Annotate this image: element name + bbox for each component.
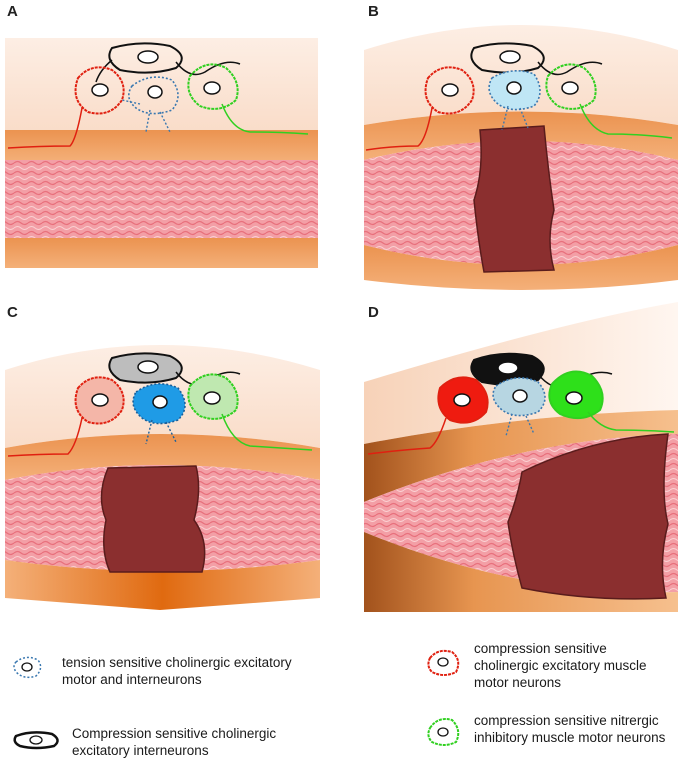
axon	[7, 417, 83, 457]
axon	[221, 103, 309, 135]
dendrite	[501, 105, 529, 131]
panel-label-a: A	[7, 3, 18, 20]
longitudinal-muscle	[5, 160, 318, 240]
compression-interneuron-legend-icon	[13, 731, 59, 750]
axon	[367, 417, 447, 455]
nucleus	[512, 389, 528, 403]
skin-layer	[5, 38, 318, 134]
panel-c-diagram	[5, 345, 320, 610]
panel-label-c: C	[7, 304, 18, 321]
nucleus	[453, 393, 471, 407]
inhibitory-motor-neuron	[545, 63, 597, 110]
axon	[95, 59, 113, 83]
axon	[7, 107, 83, 149]
nucleus	[565, 391, 583, 405]
nucleus	[91, 393, 109, 407]
panel-label-d: D	[368, 304, 379, 321]
excitatory-motor-legend-icon	[427, 649, 460, 676]
legend-inhibitory-motor: compression sensitive nitrergic inhibito…	[474, 713, 666, 745]
compression-interneuron	[108, 42, 183, 74]
panel-b-diagram	[364, 25, 678, 290]
legend-compression-interneuron: Compression sensitive cholinergic excita…	[72, 726, 277, 758]
bolus	[473, 125, 555, 273]
excitatory-motor-neuron	[74, 66, 125, 115]
bolus	[507, 433, 669, 600]
panel-a-diagram	[5, 38, 318, 268]
axon	[579, 103, 673, 139]
nucleus	[137, 50, 159, 64]
nucleus	[506, 81, 522, 95]
mucosa-band	[5, 238, 318, 268]
legend-tension-neuron: tension sensitive cholinergic excitatory…	[62, 655, 292, 687]
nucleus	[137, 360, 159, 374]
nucleus	[203, 81, 221, 95]
panel-d-diagram	[364, 302, 678, 612]
dendrite	[505, 413, 535, 437]
circular-muscle-band	[364, 410, 678, 502]
axon	[221, 413, 313, 451]
legend-excitatory-motor: compression sensitive cholinergic excita…	[474, 641, 647, 690]
axon	[365, 107, 433, 151]
axon	[175, 61, 241, 76]
nucleus	[152, 395, 168, 409]
dendrite	[121, 99, 171, 133]
mucosa-band	[5, 560, 320, 610]
nucleus	[91, 83, 109, 97]
circular-muscle-band	[5, 434, 320, 480]
nucleus	[499, 50, 521, 64]
nucleus	[147, 85, 163, 99]
panel-label-b: B	[368, 3, 379, 20]
compression-interneuron	[470, 42, 545, 74]
nucleus	[561, 81, 579, 95]
nucleus	[441, 83, 459, 97]
excitatory-motor-neuron	[424, 66, 475, 115]
bolus	[100, 465, 206, 573]
axon	[587, 411, 675, 433]
inhibitory-motor-neuron	[187, 63, 239, 110]
nucleus	[497, 361, 519, 375]
nucleus	[203, 391, 221, 405]
dendrite	[145, 419, 177, 445]
axon	[537, 61, 603, 76]
inhibitory-motor-legend-icon	[427, 718, 460, 746]
tension-neuron-legend-icon	[13, 656, 42, 679]
